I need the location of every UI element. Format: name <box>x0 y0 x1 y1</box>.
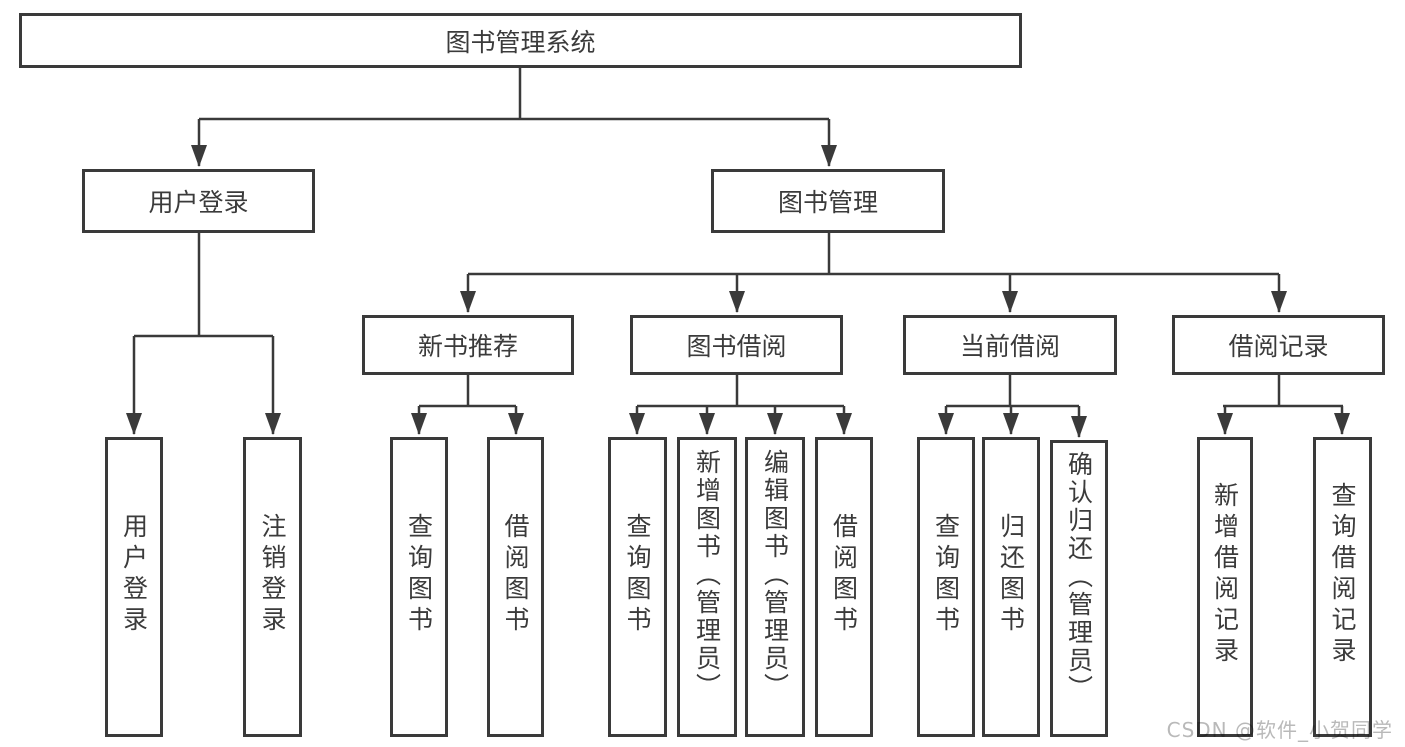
node-label: 新增图书（管理员） <box>692 449 722 701</box>
node-label: 查询图书 <box>931 513 961 637</box>
node-label: 借阅图书 <box>501 513 530 637</box>
node-label: 查询图书 <box>623 513 652 637</box>
node-label: 编辑图书（管理员） <box>760 449 790 701</box>
node-label: 当前借阅 <box>959 332 1060 361</box>
node-book-mgmt: 图书管理 <box>711 169 945 233</box>
node-bb-add: 新增图书（管理员） <box>677 437 737 737</box>
node-label: 归还图书 <box>996 513 1026 637</box>
node-label: 图书管理 <box>777 188 878 217</box>
node-book-borrow: 图书借阅 <box>630 315 843 375</box>
node-cb-return: 归还图书 <box>982 437 1040 737</box>
node-nb-borrow: 借阅图书 <box>487 437 544 737</box>
node-label: 新书推荐 <box>417 332 518 361</box>
node-logout: 注销登录 <box>243 437 302 737</box>
node-borrow-record: 借阅记录 <box>1172 315 1385 375</box>
csdn-watermark: CSDN @软件_小贺同学 <box>1166 718 1393 742</box>
node-new-book-rec: 新书推荐 <box>362 315 574 375</box>
node-label: 图书借阅 <box>686 332 787 361</box>
node-cb-query: 查询图书 <box>917 437 975 737</box>
node-bb-borrow: 借阅图书 <box>815 437 873 737</box>
node-current-borrow: 当前借阅 <box>903 315 1117 375</box>
node-label: 借阅记录 <box>1228 332 1329 361</box>
node-label: 用户登录 <box>148 188 249 217</box>
node-label: 查询借阅记录 <box>1328 482 1357 668</box>
node-bb-edit: 编辑图书（管理员） <box>745 437 805 737</box>
node-nb-query: 查询图书 <box>390 437 448 737</box>
node-label: 用户登录 <box>119 513 149 637</box>
node-label: 确认归还（管理员） <box>1064 450 1094 703</box>
node-login: 用户登录 <box>105 437 163 737</box>
node-label: 查询图书 <box>404 513 434 637</box>
node-label: 图书管理系统 <box>445 27 596 57</box>
node-user-login: 用户登录 <box>82 169 315 233</box>
node-label: 注销登录 <box>258 513 287 637</box>
node-root: 图书管理系统 <box>19 13 1022 68</box>
node-cb-confirm: 确认归还（管理员） <box>1050 440 1108 737</box>
node-label: 借阅图书 <box>829 513 859 637</box>
node-br-query: 查询借阅记录 <box>1313 437 1372 737</box>
node-bb-query: 查询图书 <box>608 437 667 737</box>
node-label: 新增借阅记录 <box>1210 482 1240 668</box>
node-br-add: 新增借阅记录 <box>1197 437 1253 737</box>
